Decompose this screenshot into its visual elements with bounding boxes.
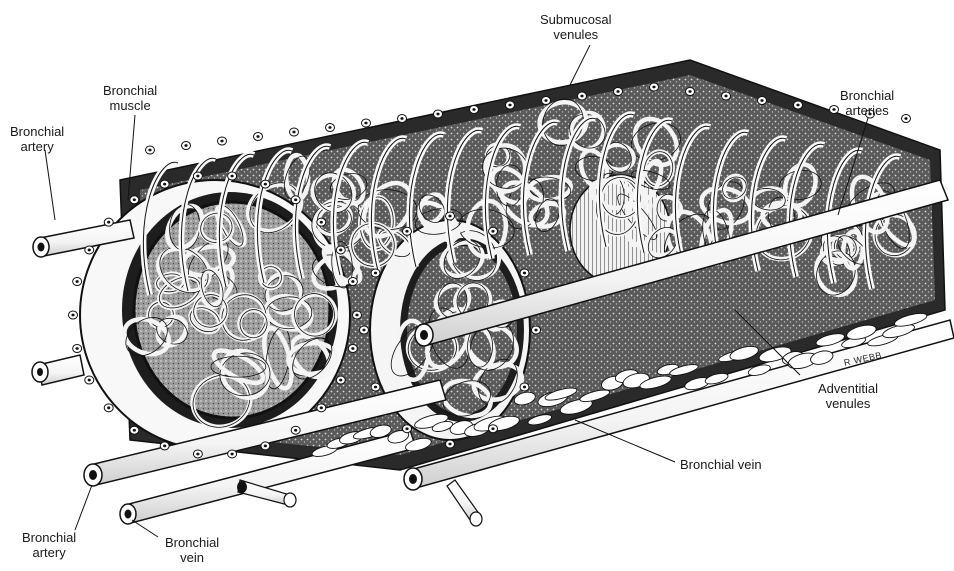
- label-line: arteries: [840, 103, 894, 118]
- vessel-stub-lumen: [616, 90, 619, 93]
- vessel-stub-lumen: [508, 104, 511, 107]
- vessel-stub-lumen: [71, 314, 74, 317]
- vessel-stub-lumen: [351, 347, 354, 350]
- vessel-stub-lumen: [196, 175, 199, 178]
- label-line: Bronchial: [840, 88, 894, 103]
- vessel-stub-lumen: [796, 104, 799, 107]
- vessel-stub-lumen: [374, 386, 377, 389]
- vessel-stub-lumen: [832, 108, 835, 111]
- label-line: Bronchial: [10, 124, 64, 139]
- vessel-stub-lumen: [580, 95, 583, 98]
- vessel-stub-lumen: [294, 429, 297, 432]
- vessel-stub-lumen: [351, 280, 354, 283]
- label-bronchial-arteries: Bronchial arteries: [840, 88, 894, 118]
- label-bronchial-artery-bottom: Bronchial artery: [22, 530, 76, 560]
- vessel-stub-lumen: [76, 280, 79, 283]
- label-line: venules: [818, 396, 878, 411]
- vessel-stub-lumen: [231, 453, 234, 456]
- label-line: Adventitial: [818, 381, 878, 396]
- vessel-stub-lumen: [472, 108, 475, 111]
- label-line: muscle: [103, 98, 157, 113]
- label-line: vein: [165, 550, 219, 565]
- vessel-stub-lumen: [264, 445, 267, 448]
- vessel-stub-lumen: [148, 149, 151, 152]
- vessel-stub-lumen: [652, 86, 655, 89]
- vessel-stub-lumen: [362, 329, 365, 332]
- vessel-stub-lumen: [339, 249, 342, 252]
- vessel-stub-lumen: [491, 230, 494, 233]
- vessel-stub-lumen: [133, 429, 136, 432]
- vessel-stub-lumen: [534, 329, 537, 332]
- vessel-stub-lumen: [133, 198, 136, 201]
- label-bronchial-vein-bottom: Bronchial vein: [165, 535, 219, 565]
- leader-bronchial-artery-bottom: [75, 485, 92, 530]
- vessel-stub-lumen: [904, 117, 907, 120]
- vessel-stub-lumen: [436, 113, 439, 116]
- label-line: Bronchial: [22, 530, 76, 545]
- vessel-stub-lumen: [448, 443, 451, 446]
- vessel-stub-lumen: [448, 215, 451, 218]
- label-submucosal-venules: Submucosal venules: [540, 12, 612, 42]
- vessel-stub-lumen: [374, 272, 377, 275]
- label-line: artery: [10, 139, 64, 154]
- vessel-stub-lumen: [88, 379, 91, 382]
- label-line: Bronchial: [165, 535, 219, 550]
- vessel-stub-lumen: [339, 379, 342, 382]
- label-line: Bronchial: [103, 83, 157, 98]
- leader-bronchial-vein-bottom: [132, 520, 158, 537]
- vessel-stub-lumen: [107, 221, 110, 224]
- vessel-stub-lumen: [400, 117, 403, 120]
- vessel-stub-lumen: [320, 406, 323, 409]
- vessel-stub-lumen: [294, 198, 297, 201]
- vessel-stub-lumen: [220, 140, 223, 143]
- vessel-stub-lumen: [163, 183, 166, 186]
- leader-bronchial-artery-left: [45, 150, 55, 220]
- vessel-stub-lumen: [355, 314, 358, 317]
- vessel-stub-lumen: [724, 95, 727, 98]
- label-bronchial-vein: Bronchial vein: [680, 457, 762, 472]
- vessel-stub-lumen: [760, 99, 763, 102]
- leader-submucosal-venules: [570, 45, 590, 85]
- vessel-stub-lumen: [405, 230, 408, 233]
- vessel-stub-lumen: [88, 249, 91, 252]
- vessel-stub-lumen: [256, 135, 259, 138]
- vessel-stub-lumen: [76, 347, 79, 350]
- vessel-stub-lumen: [163, 445, 166, 448]
- vessel-stub-lumen: [523, 386, 526, 389]
- vessel-stub-lumen: [107, 406, 110, 409]
- vessel-stub-lumen: [523, 272, 526, 275]
- label-line: Submucosal: [540, 12, 612, 27]
- vessel-stub-lumen: [264, 183, 267, 186]
- vessel-stub-lumen: [491, 427, 494, 430]
- label-line: venules: [540, 27, 612, 42]
- vessel-stub-lumen: [364, 122, 367, 125]
- vessel-stub-lumen: [544, 99, 547, 102]
- label-bronchial-artery-left: Bronchial artery: [10, 124, 64, 154]
- vessel-stub-lumen: [196, 453, 199, 456]
- vessel-stub-lumen: [184, 144, 187, 147]
- vessel-stub-lumen: [688, 90, 691, 93]
- vessel-stub-lumen: [231, 175, 234, 178]
- vessel-stub-lumen: [405, 427, 408, 430]
- label-line: artery: [22, 545, 76, 560]
- vessel-stub-lumen: [328, 126, 331, 129]
- label-bronchial-muscle: Bronchial muscle: [103, 83, 157, 113]
- vessel-stub-lumen: [292, 131, 295, 134]
- label-adventitial-venules: Adventitial venules: [818, 381, 878, 411]
- vessel-stub-lumen: [320, 221, 323, 224]
